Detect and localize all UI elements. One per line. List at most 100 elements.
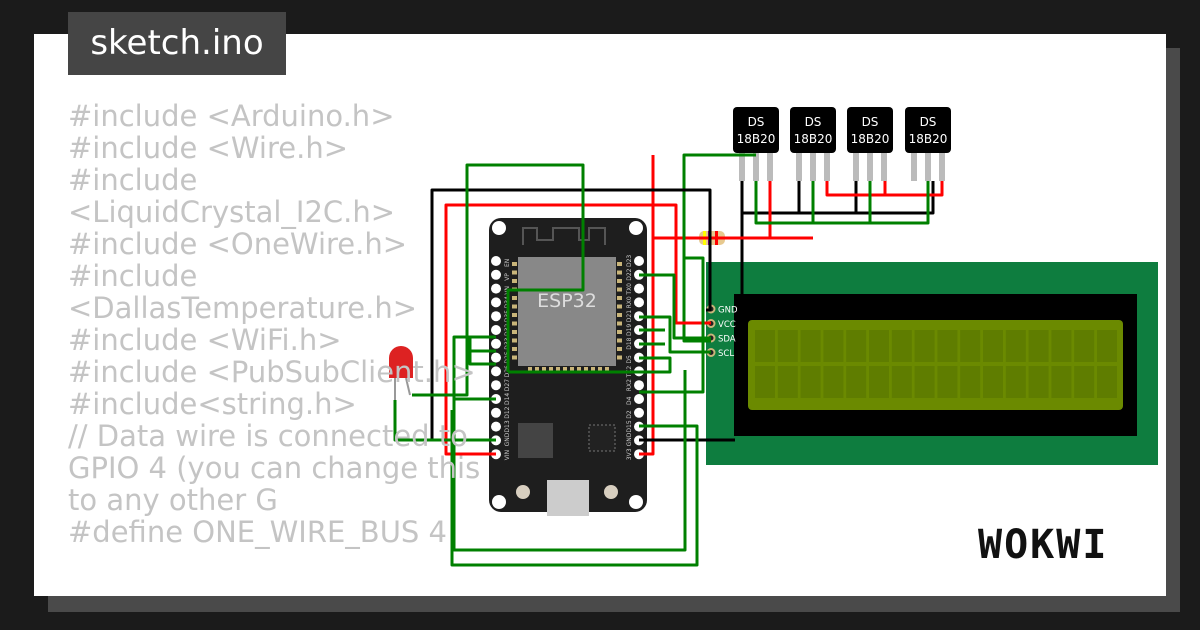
lcd-cell	[937, 366, 958, 398]
pin-label: GND	[504, 432, 511, 446]
pin-label: D4	[626, 396, 633, 405]
lcd-cell	[1097, 330, 1117, 362]
chip-pad	[591, 367, 595, 372]
pin-label: D2	[626, 410, 633, 419]
mount-hole	[492, 221, 506, 235]
sensor-label: 18B20	[794, 132, 833, 146]
sensor-leg	[824, 153, 830, 181]
sensor-label: DS	[748, 115, 765, 129]
chip-pad	[512, 279, 517, 283]
red-led[interactable]	[389, 346, 413, 400]
pin-label: D22	[626, 268, 633, 280]
chip-pad	[617, 330, 622, 334]
sensor-leg	[911, 153, 917, 181]
pin-d26	[491, 366, 501, 377]
pin-d34	[491, 297, 501, 308]
chip-pad	[617, 287, 622, 292]
lcd-cell	[846, 330, 867, 362]
sensor-body	[733, 107, 779, 153]
pin-en	[491, 256, 501, 266]
pin-vp	[491, 269, 501, 280]
lcd-cell	[891, 366, 912, 398]
wire	[508, 273, 711, 374]
chip-pad	[528, 367, 532, 372]
pin-d32	[491, 325, 501, 335]
pin-label: D15	[626, 420, 633, 432]
esp32-board[interactable]: ESP32 ENVPVND34D35D32D33D25D26D27D14D12D…	[489, 218, 647, 516]
code-line: #include <PubSubClient.h>	[68, 355, 476, 389]
led-body	[389, 346, 413, 378]
mount-holes	[492, 221, 643, 509]
chip-pad	[570, 367, 574, 372]
wire	[452, 335, 687, 552]
code-line: #include <LiquidCrystal_I2C.h>	[68, 163, 396, 229]
chip-pad	[617, 296, 622, 300]
lcd-cell	[937, 330, 958, 362]
code-line: // Data wire is connected to GPIO 4 (you…	[68, 419, 490, 517]
led-leg	[405, 377, 411, 396]
sensor-leg	[810, 153, 816, 181]
chip-pad	[605, 367, 609, 372]
voltage-regulator	[518, 423, 553, 458]
chip-pad	[512, 270, 517, 275]
lcd-cell	[1051, 366, 1072, 398]
sensor-leg	[853, 153, 859, 181]
wire	[450, 256, 705, 567]
pin-d33	[491, 338, 501, 349]
pin-label: RX2	[626, 379, 633, 391]
en-button[interactable]	[604, 485, 618, 499]
code-line: #include <WiFi.h>	[68, 323, 342, 357]
lcd-pin-label: SCL	[718, 349, 734, 359]
sensor-leg	[753, 153, 759, 181]
pin-label: D12	[504, 406, 511, 418]
sensor-leg	[767, 153, 773, 181]
lcd-pin-label: GND	[718, 306, 738, 316]
lcd-cell	[823, 366, 844, 398]
chip-pad	[535, 367, 539, 372]
chip-pad	[617, 347, 622, 351]
chip-pad	[512, 338, 517, 343]
pin-label: D5	[626, 355, 633, 364]
usb-port	[547, 480, 589, 516]
wokwi-logo: WOKWI	[978, 522, 1108, 568]
pin-label: D27	[504, 379, 511, 391]
pin-label: EN	[504, 259, 511, 267]
chip-pad	[512, 347, 517, 351]
pin-rx0	[634, 297, 644, 308]
chip-pad	[617, 279, 622, 283]
lcd-cell	[983, 330, 1003, 362]
lcd-cell	[1028, 330, 1049, 362]
code-line: #include <Arduino.h>	[68, 99, 395, 133]
sensor-leg	[867, 153, 873, 181]
chip-pad	[617, 355, 622, 360]
code-line: #define ONE_WIRE_BUS 4	[68, 515, 447, 549]
lcd-cell	[891, 330, 912, 362]
mount-hole	[629, 495, 643, 509]
pin-label: GND	[626, 432, 633, 446]
lcd-cell	[755, 366, 775, 398]
pin-label: VP	[504, 273, 511, 281]
sensor-label: DS	[862, 115, 879, 129]
sketch-title: sketch.ino	[68, 12, 286, 75]
pin-label: D21	[626, 310, 633, 322]
lcd-cell	[777, 366, 798, 398]
pin-d13	[491, 421, 501, 432]
mount-hole	[492, 495, 506, 509]
boot-button[interactable]	[516, 485, 530, 499]
mount-hole	[629, 221, 643, 235]
lcd-cell	[914, 330, 935, 362]
sensor-body	[847, 107, 893, 153]
usb-uart-chip	[588, 424, 616, 452]
chip-pad	[549, 367, 553, 372]
antenna-trace	[522, 227, 606, 245]
pin-label: 3V3	[626, 448, 633, 460]
chip-pad	[577, 367, 581, 372]
chip-pad	[617, 304, 622, 309]
